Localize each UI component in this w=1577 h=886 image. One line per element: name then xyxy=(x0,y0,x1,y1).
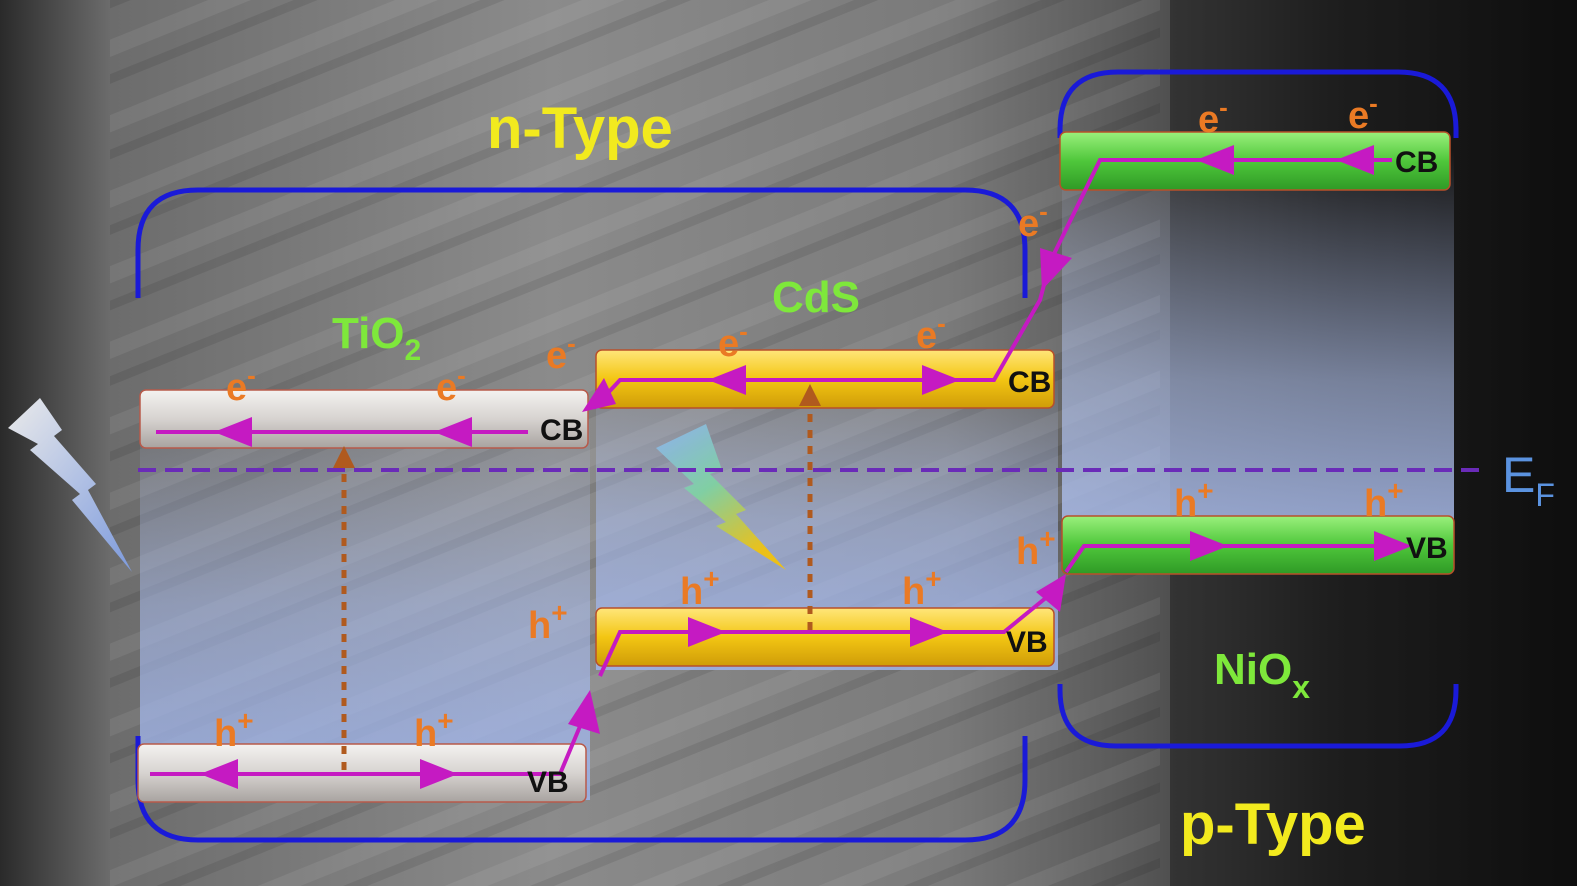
arrowhead-icon xyxy=(708,365,746,395)
hole-label: h+ xyxy=(902,563,942,613)
electron-label: e- xyxy=(916,308,946,357)
hole-label: h+ xyxy=(214,705,254,755)
light-bolt-icon-center xyxy=(656,424,786,570)
p-type-bracket-bottom xyxy=(1057,684,1459,749)
electron-label: e- xyxy=(718,316,748,365)
arrowhead-icon xyxy=(688,617,726,647)
electron-label: e- xyxy=(1198,92,1228,141)
n-type-bracket-top xyxy=(135,187,1028,298)
arrowhead-icon xyxy=(1036,574,1066,612)
hole-label: h+ xyxy=(1364,475,1404,525)
p-type-bracket-top xyxy=(1057,69,1459,138)
niox-vb-label: VB xyxy=(1406,532,1448,565)
hole-label: h+ xyxy=(680,563,720,613)
tio2-region xyxy=(140,410,590,800)
arrowhead-icon xyxy=(568,690,600,734)
hole-flow-niox xyxy=(1064,544,1394,574)
electron-label: e- xyxy=(1018,196,1048,245)
hole-flow-cds xyxy=(598,586,1060,677)
arrowhead-icon xyxy=(1196,145,1234,175)
tio2-cb-band xyxy=(139,389,589,449)
hole-label: h+ xyxy=(1174,475,1214,525)
arrowhead-icon xyxy=(214,417,252,447)
cds-label: CdS xyxy=(772,273,860,322)
hole-label: h+ xyxy=(528,597,568,647)
excitation-arrowhead-icon xyxy=(799,384,821,406)
arrowhead-icon xyxy=(922,365,960,395)
niox-label: NiOx xyxy=(1214,645,1310,705)
electron-label: e- xyxy=(226,360,256,409)
hole-flow-tio2 xyxy=(150,711,588,776)
n-type-bracket-bottom xyxy=(135,736,1028,843)
niox-region xyxy=(1062,150,1454,570)
light-bolt-icon-left xyxy=(8,398,132,572)
electron-flow-niox-to-cds xyxy=(1048,158,1392,263)
cds-vb-label: VB xyxy=(1006,626,1048,659)
electron-label: e- xyxy=(436,360,466,409)
fermi-level-label: EF xyxy=(1502,447,1555,513)
excitation-arrowhead-icon xyxy=(333,446,355,468)
hole-label: h+ xyxy=(1016,523,1056,573)
arrowhead-icon xyxy=(1374,531,1412,561)
arrowhead-icon xyxy=(1336,145,1374,175)
tio2-label: TiO2 xyxy=(332,309,421,367)
p-type-label: p-Type xyxy=(1180,792,1366,857)
arrowhead-icon xyxy=(1040,248,1072,290)
n-type-label: n-Type xyxy=(487,96,673,161)
tio2-vb-label: VB xyxy=(527,766,569,799)
electron-label: e- xyxy=(546,328,576,377)
hole-label: h+ xyxy=(414,705,454,755)
arrowhead-icon xyxy=(434,417,472,447)
cds-vb-band xyxy=(595,607,1055,667)
arrowhead-icon xyxy=(1190,531,1228,561)
arrowhead-icon xyxy=(420,759,458,789)
arrowhead-icon xyxy=(582,378,616,412)
arrowhead-icon xyxy=(910,617,948,647)
niox-cb-label: CB xyxy=(1395,146,1438,179)
arrowhead-icon xyxy=(200,759,238,789)
cds-cb-label: CB xyxy=(1008,366,1051,399)
electron-label: e- xyxy=(1348,88,1378,137)
tio2-cb-label: CB xyxy=(540,414,583,447)
